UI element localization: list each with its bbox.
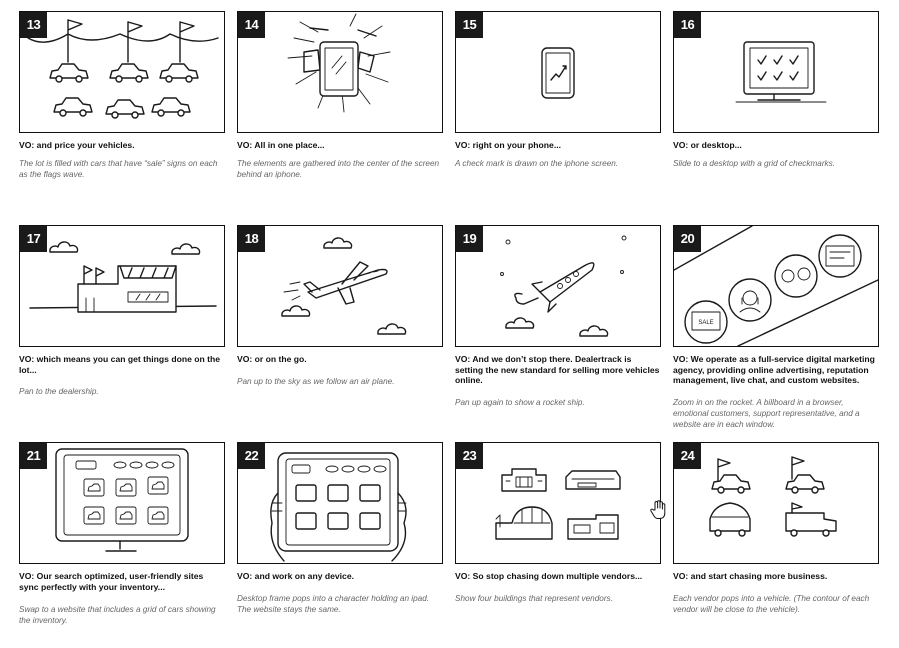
- panel-number: 19: [456, 226, 483, 252]
- panel-number: 16: [674, 12, 701, 38]
- panel-frame: 19: [455, 225, 661, 347]
- panel-number: 18: [238, 226, 265, 252]
- sketch-desktop-checkmarks: [735, 41, 827, 103]
- panel-voiceover: VO: We operate as a full-service digital…: [673, 354, 875, 386]
- panel-frame: 20 SALE: [673, 225, 879, 347]
- panel-number: 21: [20, 443, 47, 469]
- sketch-rocket-windows: SALE: [674, 226, 878, 346]
- panel-description: Each vendor pops into a vehicle. (The co…: [673, 594, 870, 614]
- panel-number: 17: [20, 226, 47, 252]
- panel-frame: 24: [673, 442, 879, 564]
- panel-voiceover: VO: which means you can get things done …: [19, 354, 221, 375]
- hand-pointer-icon: [650, 500, 666, 519]
- panel-number: 14: [238, 12, 265, 38]
- panel-frame: 13: [19, 11, 225, 133]
- panel-frame: 22: [237, 442, 443, 564]
- panel-voiceover: VO: right on your phone...: [455, 140, 561, 150]
- panel-number: 23: [456, 443, 483, 469]
- panel-voiceover: VO: All in one place...: [237, 140, 325, 150]
- panel-description: Swap to a website that includes a grid o…: [19, 605, 216, 625]
- panel-description: The elements are gathered into the cente…: [237, 159, 440, 179]
- panel-frame: 23: [455, 442, 661, 564]
- panel-voiceover: VO: So stop chasing down multiple vendor…: [455, 571, 643, 581]
- sketch-car-lot: [27, 19, 219, 119]
- sketch-vendor-buildings: [495, 468, 621, 540]
- panel-description: Pan up to the sky as we follow an air pl…: [237, 377, 395, 386]
- panel-frame: 15: [455, 11, 661, 133]
- panel-frame: 18: [237, 225, 443, 347]
- sketch-vendor-vehicles: [709, 456, 837, 537]
- panel-description: Zoom in on the rocket. A billboard in a …: [673, 398, 860, 429]
- panel-number: 13: [20, 12, 47, 38]
- panel-description: Pan up again to show a rocket ship.: [455, 398, 585, 407]
- sketch-rocket-ship: [500, 235, 627, 337]
- sketch-ipad-holder: [270, 452, 407, 562]
- panel-frame: 21: [19, 442, 225, 564]
- sketch-airplane: [281, 237, 407, 335]
- sketch-desktop-inventory: [55, 448, 189, 552]
- panel-voiceover: VO: and start chasing more business.: [673, 571, 828, 581]
- panel-description: Show four buildings that represent vendo…: [455, 594, 613, 603]
- panel-description: The lot is filled with cars that have “s…: [19, 159, 218, 179]
- panel-number: 20: [674, 226, 701, 252]
- sketch-iphone-burst: [287, 13, 391, 113]
- panel-number: 15: [456, 12, 483, 38]
- panel-description: Slide to a desktop with a grid of checkm…: [673, 159, 836, 168]
- panel-frame: 17: [19, 225, 225, 347]
- panel-voiceover: VO: or on the go.: [237, 354, 307, 364]
- panel-description: Desktop frame pops into a character hold…: [237, 594, 430, 614]
- panel-number: 24: [674, 443, 701, 469]
- panel-description: A check mark is drawn on the iphone scre…: [455, 159, 619, 168]
- panel-frame: 14: [237, 11, 443, 133]
- panel-voiceover: VO: or desktop...: [673, 140, 742, 150]
- panel-frame: 16: [673, 11, 879, 133]
- panel-voiceover: VO: Our search optimized, user-friendly …: [19, 571, 204, 592]
- panel-voiceover: VO: And we don’t stop there. Dealertrack…: [455, 354, 660, 386]
- billboard-sale-text: SALE: [698, 320, 713, 326]
- panel-voiceover: VO: and work on any device.: [237, 571, 355, 581]
- panel-number: 22: [238, 443, 265, 469]
- sketch-iphone-check: [541, 47, 575, 99]
- panel-description: Pan to the dealership.: [19, 387, 99, 396]
- sketch-dealership: [29, 241, 217, 313]
- panel-voiceover: VO: and price your vehicles.: [19, 140, 135, 150]
